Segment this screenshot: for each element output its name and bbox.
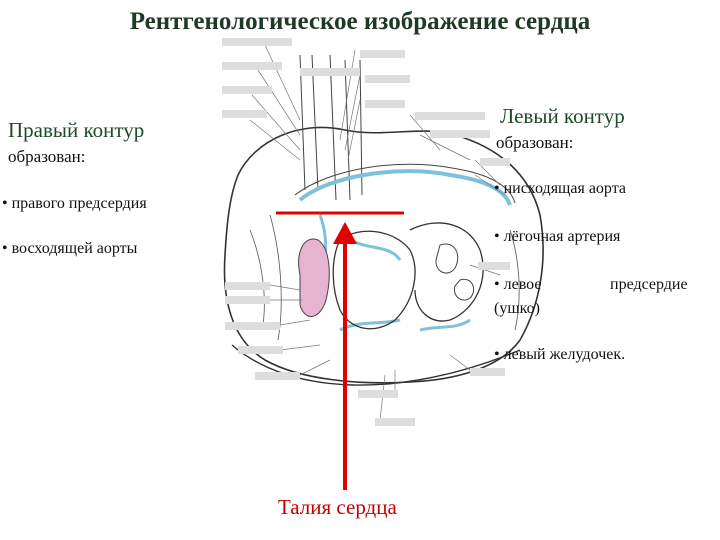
left-contour-item-3b: предсердие xyxy=(610,276,688,293)
left-ventricle xyxy=(409,222,484,322)
right-contour-item-2: • восходящей аорты xyxy=(2,240,138,257)
left-contour-heading: Левый контур xyxy=(500,104,625,128)
vessel-lines xyxy=(299,54,363,201)
right-atrium xyxy=(298,238,330,317)
left-contour-item-2: • лёгочная артерия xyxy=(494,228,621,245)
aorta-outline xyxy=(294,163,516,204)
left-contour-item-3c: (ушко) xyxy=(494,300,540,317)
left-contour-item-3a: • левое xyxy=(494,276,542,293)
left-contour-item-4: • левый желудочек. xyxy=(494,346,626,363)
page-title: Рентгенологическое изображение сердца xyxy=(129,8,591,35)
thorax-outline xyxy=(223,126,544,384)
waist-arrow-head xyxy=(333,222,357,244)
right-contour-heading: Правый контур xyxy=(8,118,145,142)
right-contour-item-1: • правого предсердия xyxy=(2,195,147,212)
diagram-small-labels xyxy=(222,38,510,426)
diaphragm-outline xyxy=(231,344,521,386)
right-contour-subheading: образован: xyxy=(8,147,86,166)
left-contour-subheading: образован: xyxy=(496,133,574,152)
lung-structures xyxy=(435,243,475,301)
label-leaders xyxy=(249,44,506,421)
heart-waist-caption: Талия сердца xyxy=(278,495,397,519)
left-contour-item-1: • нисходящая аорта xyxy=(494,180,627,197)
heart-chambers xyxy=(332,230,416,330)
